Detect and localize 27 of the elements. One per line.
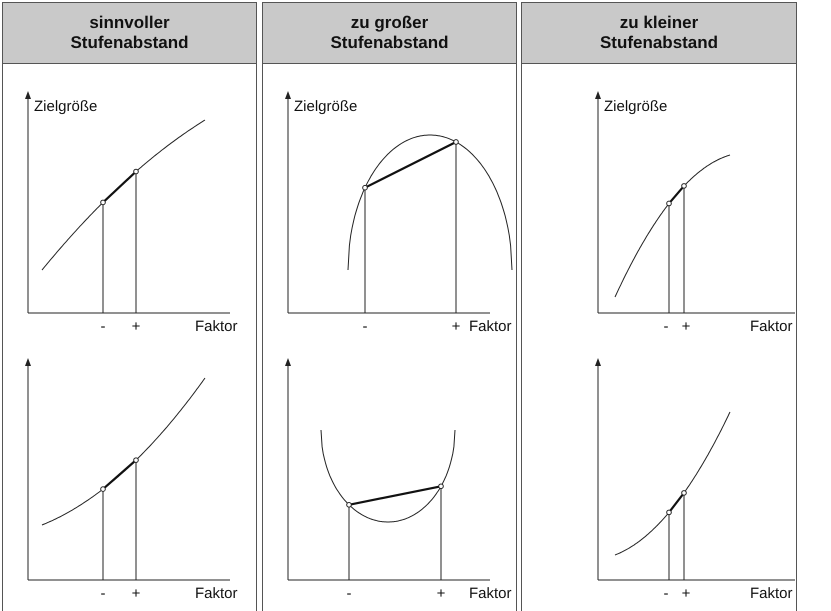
axis-label: Faktor [195, 585, 238, 602]
level-sign: - [100, 585, 106, 602]
column-heading: zu kleiner Stufenabstand [522, 2, 796, 64]
axis-label: Zielgröße [34, 98, 98, 115]
axis-label: Zielgröße [294, 98, 358, 115]
level-sign: + [682, 318, 690, 335]
axis-label: Zielgröße [604, 98, 668, 115]
column-heading: sinnvoller Stufenabstand [3, 2, 256, 64]
level-sign: + [436, 585, 446, 602]
level-sign: - [362, 318, 368, 335]
column-panel [2, 2, 257, 611]
level-sign: - [100, 318, 106, 335]
column-panel [521, 2, 797, 611]
axis-label: Faktor [469, 585, 512, 602]
axis-label: Faktor [750, 585, 793, 602]
level-sign: + [452, 318, 460, 335]
column-panel [262, 2, 517, 611]
level-sign: - [664, 318, 668, 335]
axis-label: Faktor [195, 318, 238, 335]
column-heading: zu großer Stufenabstand [263, 2, 516, 64]
level-sign: + [132, 585, 140, 602]
level-sign: - [346, 585, 352, 602]
level-sign: - [664, 585, 668, 602]
axis-label: Faktor [750, 318, 793, 335]
axis-label: Faktor [469, 318, 512, 335]
level-sign: + [132, 318, 140, 335]
level-sign: + [682, 585, 690, 602]
